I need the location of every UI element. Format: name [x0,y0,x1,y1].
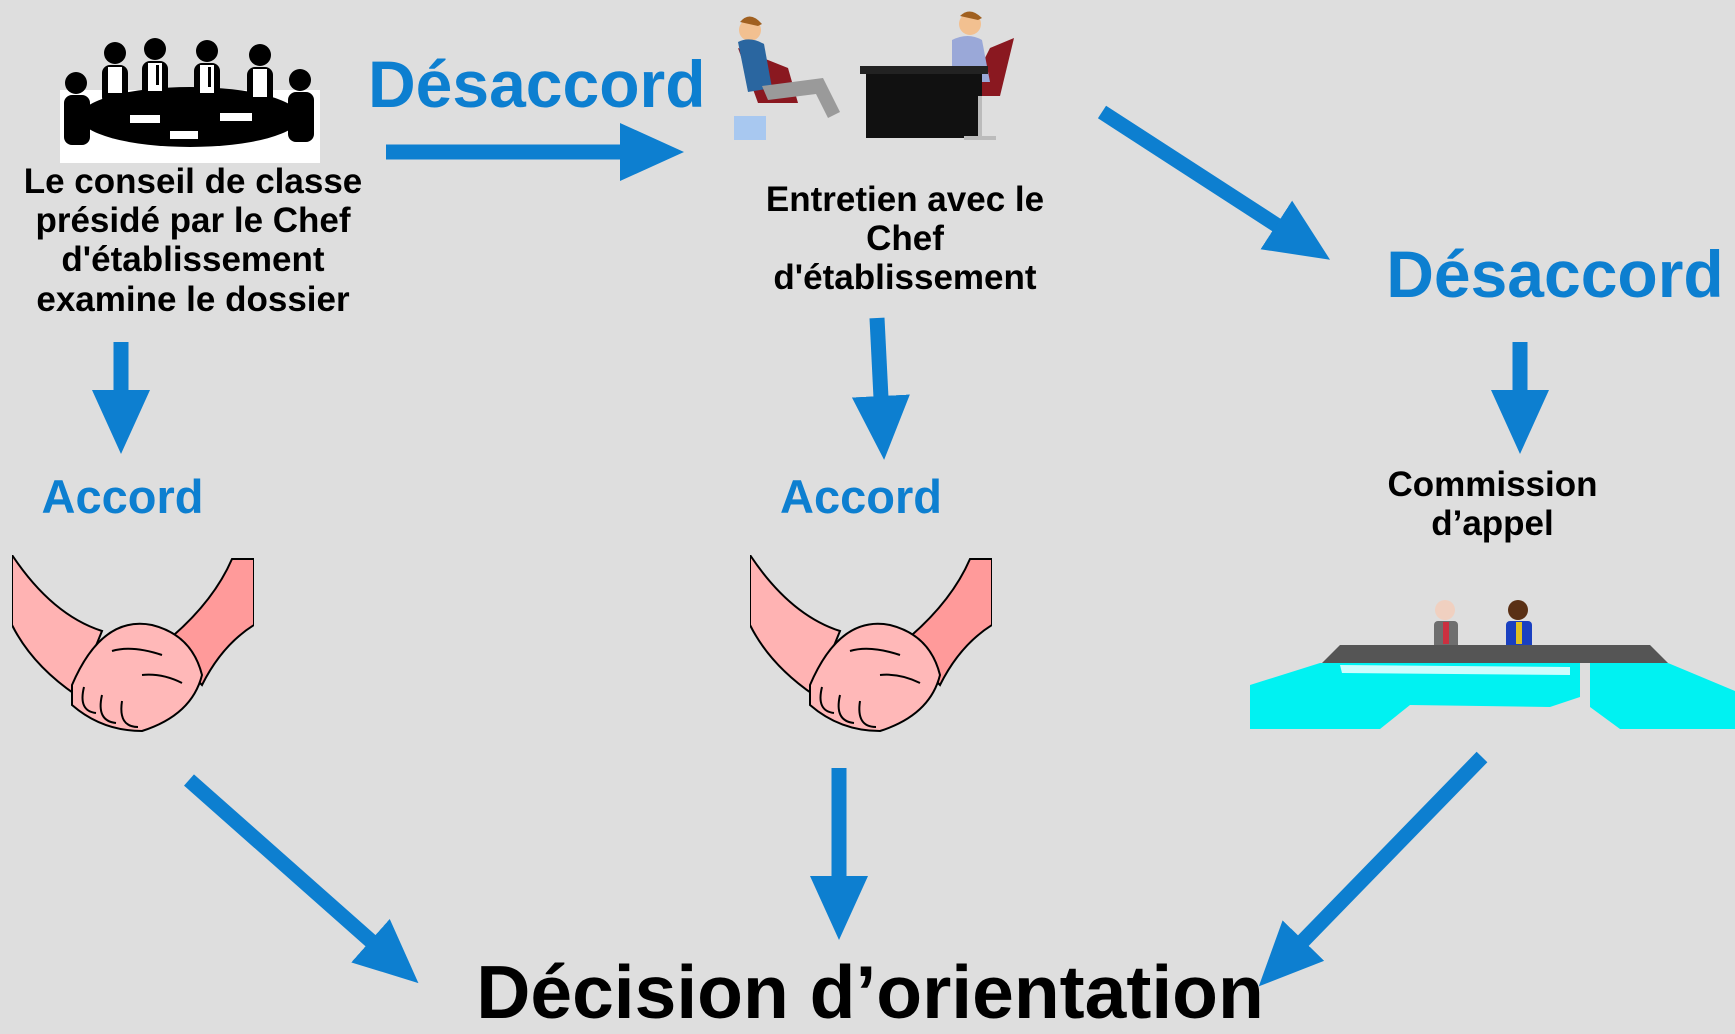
meeting-icon [60,38,320,163]
arrow-entretien-to-accord [851,317,910,460]
interview-icon [734,11,1014,140]
arrow-entretien-to-desaccord [1097,105,1331,260]
entretien-label: Entretien avec le Chef d'établissement [765,180,1045,298]
accord-label-2: Accord [780,470,942,523]
appeal-panel-icon [1250,600,1735,729]
handshake-icon [12,555,254,733]
arrow-commission-to-decision [1258,751,1488,987]
accord-label-1: Accord [41,470,204,523]
conseil-label: Le conseil de classe présidé par le Chef… [23,162,363,319]
commission-label: Commission d’appel [1387,465,1598,544]
arrow-accord-to-decision [184,774,419,984]
handshake-icon [750,555,992,733]
decision-label: Décision d’orientation [476,950,1264,1034]
desaccord-label-2: Désaccord [1386,237,1724,311]
desaccord-label-1: Désaccord [368,47,706,121]
